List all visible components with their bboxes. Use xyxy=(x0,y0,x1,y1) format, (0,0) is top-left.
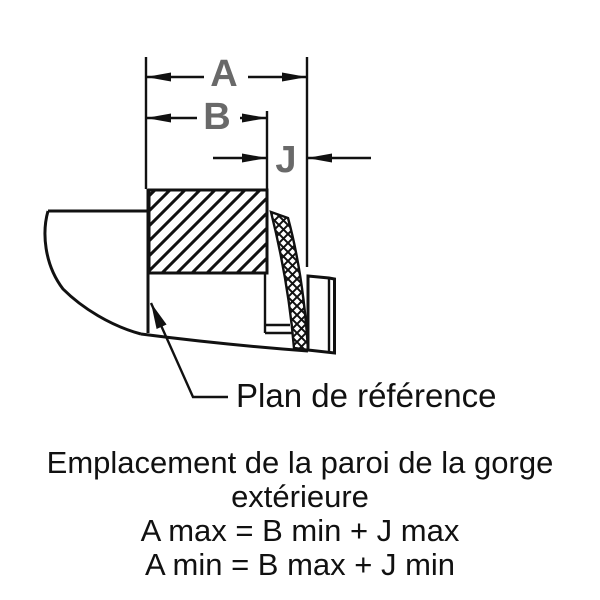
arrowhead-b-right xyxy=(242,113,267,123)
hatched-cross-section xyxy=(147,188,269,275)
leader-line xyxy=(149,302,228,399)
dimension-label-j: J xyxy=(275,139,297,181)
arrowhead-a-right xyxy=(282,72,307,82)
caption-formula-2: A min = B max + J min xyxy=(144,547,456,582)
dimension-j-line xyxy=(213,153,371,163)
flange-edge xyxy=(306,274,336,355)
dimension-label-a: A xyxy=(210,53,238,95)
arrowhead-a-left xyxy=(146,72,171,82)
dimension-b-line xyxy=(146,113,267,123)
dimension-a-line xyxy=(146,72,307,82)
arrowhead-b-left xyxy=(146,113,171,123)
part-left-curve xyxy=(43,210,142,336)
leader-arrowhead xyxy=(151,303,167,329)
arrowhead-j-left xyxy=(242,153,267,163)
part-bottom-curve xyxy=(140,332,309,353)
dimension-label-b: B xyxy=(203,96,231,138)
arrowhead-j-right xyxy=(307,153,332,163)
spring-band-cross-section xyxy=(269,210,310,352)
caption-title-line-2: extérieure xyxy=(231,479,369,514)
reference-plane-label: Plan de référence xyxy=(236,377,497,414)
caption-formula-1: A max = B min + J max xyxy=(140,513,460,548)
caption-title-line-1: Emplacement de la paroi de la gorge xyxy=(46,445,554,480)
caption-block: Emplacement de la paroi de la gorge exté… xyxy=(0,446,600,582)
